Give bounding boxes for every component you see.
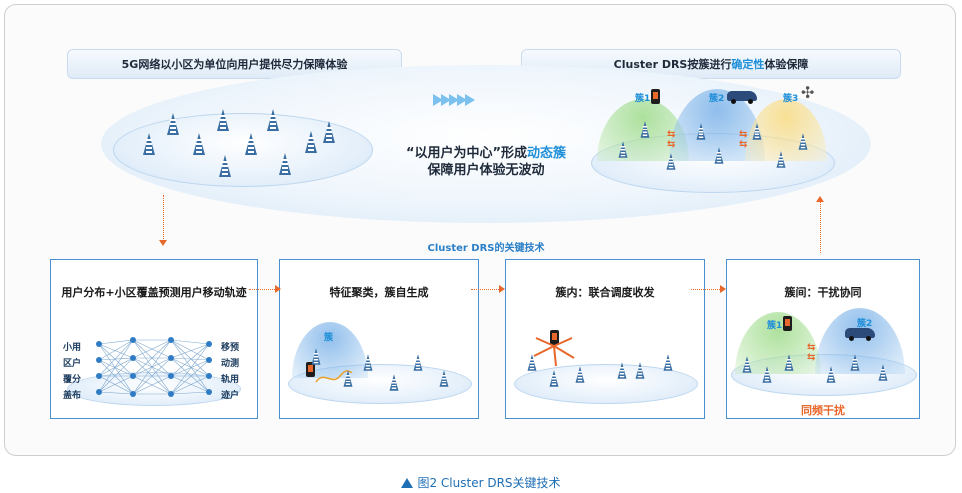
tower-icon <box>575 363 585 383</box>
interaction-arrow-icon: ⇆ <box>807 352 815 363</box>
tower-icon <box>305 127 317 153</box>
tower-icon <box>635 359 645 379</box>
banner-right: Cluster DRS按簇进行确定性体验保障 <box>521 49 901 79</box>
flow-arrow-right <box>471 285 505 293</box>
step-box-3-title: 簇内：联合调度收发 <box>555 286 655 299</box>
step-box-4: 簇间：干扰协同 簇1 簇2 ⇆ ⇆ 同频干扰 <box>726 259 920 419</box>
tower-icon <box>311 345 321 365</box>
step-box-2: 特征聚类，簇自生成 簇 <box>279 259 479 419</box>
tower-icon <box>279 149 291 175</box>
tower-icon <box>640 118 650 138</box>
center-line1-prefix: “以用户为中心”形成 <box>405 146 528 161</box>
tower-icon <box>878 361 888 381</box>
tower-icon <box>784 351 794 371</box>
caption-triangle-icon <box>401 478 414 488</box>
tower-icon <box>798 130 808 150</box>
center-line1-highlight: 动态簇 <box>527 146 567 161</box>
interaction-arrow-icon: ⇆ <box>739 129 747 140</box>
nn-output-label: 移预 <box>221 343 240 353</box>
interaction-arrow-icon: ⇆ <box>667 139 675 150</box>
nn-input-label: 盖布 <box>63 391 82 401</box>
tower-icon <box>618 138 628 158</box>
banner-left-text: 5G网络以小区为单位向用户提供尽力保障体验 <box>121 58 348 71</box>
interference-tag: 同频干扰 <box>801 404 845 417</box>
cluster-label-1: 簇1 <box>635 94 651 104</box>
phone-icon <box>306 362 315 377</box>
cluster-label-3: 簇3 <box>783 94 799 104</box>
tower-icon <box>245 129 257 155</box>
banner-right-prefix: Cluster DRS按簇进行 <box>613 58 732 71</box>
cluster-label-1: 簇1 <box>767 321 783 331</box>
banner-left: 5G网络以小区为单位向用户提供尽力保障体验 <box>67 49 402 79</box>
tower-icon <box>549 367 559 387</box>
tower-icon <box>663 351 673 371</box>
nn-output-label: 迹户 <box>221 391 240 401</box>
tower-icon <box>826 363 836 383</box>
step-box-2-title: 特征聚类，簇自生成 <box>329 286 429 299</box>
tower-icon <box>167 109 179 135</box>
tower-icon <box>193 129 205 155</box>
interaction-arrow-icon: ⇆ <box>807 342 815 353</box>
tower-icon <box>439 367 449 387</box>
step-box-1: 用户分布+小区覆盖预测用户移动轨迹 <box>50 259 258 419</box>
nn-input-label: 区户 <box>63 359 82 369</box>
car-icon <box>727 91 757 104</box>
step-box-1-title: 用户分布+小区覆盖预测用户移动轨迹 <box>61 286 247 299</box>
flow-arrow-right <box>249 285 281 293</box>
flow-arrow-up <box>816 196 824 253</box>
diagram-frame: 5G网络以小区为单位向用户提供尽力保障体验 Cluster DRS按簇进行确定性… <box>4 4 956 456</box>
flow-arrow-down <box>159 195 167 246</box>
figure-caption-text: 图2 Cluster DRS关键技术 <box>417 476 561 490</box>
tower-icon <box>219 151 231 177</box>
center-line2: 保障用户体验无波动 <box>427 163 545 178</box>
scheduling-arrows-icon <box>533 337 575 367</box>
cluster-label-2: 簇2 <box>709 94 725 104</box>
interaction-arrow-icon: ⇆ <box>739 139 747 150</box>
phone-icon <box>651 89 660 104</box>
flow-arrow-right <box>691 285 726 293</box>
nn-output-label: 动测 <box>221 359 240 369</box>
tower-icon <box>742 353 752 373</box>
cluster-label-2: 簇2 <box>857 319 873 329</box>
cluster-label: 簇 <box>324 333 334 343</box>
neural-network-graphic <box>96 337 212 397</box>
nn-input-label: 覆分 <box>63 375 82 385</box>
interaction-arrow-icon: ⇆ <box>667 129 675 140</box>
phone-icon <box>783 316 792 331</box>
car-icon <box>845 328 875 341</box>
tower-icon <box>714 144 724 164</box>
tower-icon <box>776 148 786 168</box>
tower-icon <box>323 117 335 143</box>
tower-icon <box>343 367 353 387</box>
banner-right-suffix: 体验保障 <box>764 58 809 71</box>
tower-icon <box>413 351 423 371</box>
section-title: Cluster DRS的关键技术 <box>427 243 545 254</box>
tower-icon <box>752 120 762 140</box>
chevron-arrows-icon <box>433 94 475 106</box>
banner-right-highlight: 确定性 <box>731 58 765 71</box>
tower-icon <box>617 359 627 379</box>
step-box-3: 簇内：联合调度收发 <box>505 259 705 419</box>
tower-icon <box>363 351 373 371</box>
nn-input-label: 小用 <box>63 343 82 353</box>
tower-icon <box>696 120 706 140</box>
tower-icon <box>389 371 399 391</box>
phone-icon <box>550 330 559 345</box>
tower-icon <box>143 129 155 155</box>
tower-icon <box>666 150 676 170</box>
tower-icon <box>762 363 772 383</box>
tower-icon <box>527 351 537 371</box>
drone-icon: ✣ <box>801 83 815 102</box>
figure-caption: 图2 Cluster DRS关键技术 <box>0 474 962 491</box>
center-text: “以用户为中心”形成动态簇 保障用户体验无波动 <box>377 145 595 179</box>
tower-icon <box>850 351 860 371</box>
step-box-4-title: 簇间：干扰协同 <box>784 286 862 299</box>
nn-output-label: 轨用 <box>221 375 240 385</box>
tower-icon <box>267 105 279 131</box>
tower-icon <box>217 105 229 131</box>
